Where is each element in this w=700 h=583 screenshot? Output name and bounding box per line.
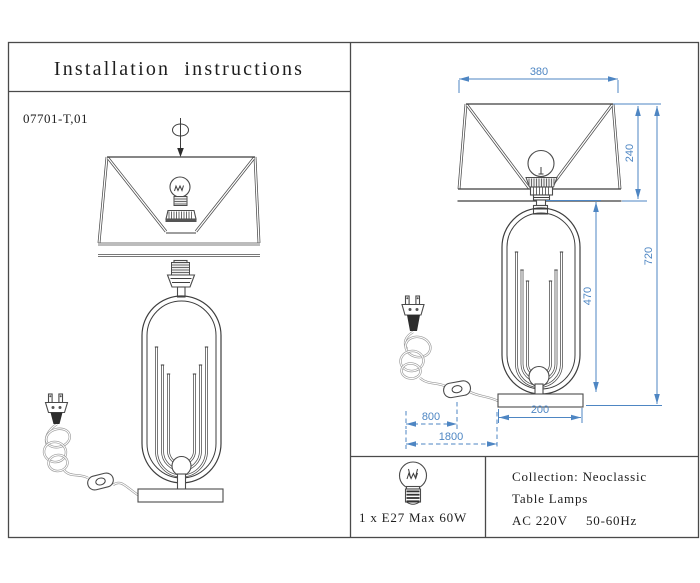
dimension-plug-to-switch: 800 bbox=[405, 402, 458, 429]
plug-icon bbox=[44, 393, 69, 424]
frequency-label: 50-60Hz bbox=[586, 513, 637, 528]
voltage-label: AC 220V bbox=[512, 513, 568, 528]
lamp-body bbox=[497, 207, 584, 408]
product-info-cell: Collection: Neoclassic Table Lamps AC 22… bbox=[512, 469, 647, 528]
dimension-body-height: 470 bbox=[546, 200, 601, 392]
lamp-body-exploded bbox=[42, 259, 224, 503]
svg-text:240: 240 bbox=[624, 144, 636, 162]
svg-text:800: 800 bbox=[422, 411, 440, 423]
svg-text:470: 470 bbox=[582, 287, 594, 305]
dimension-total-height: 720 bbox=[586, 106, 662, 406]
lamp-base bbox=[137, 488, 224, 503]
power-cord bbox=[399, 295, 499, 403]
page-title: Installation instructions bbox=[54, 58, 304, 80]
switch-icon bbox=[87, 472, 114, 491]
category-label: Table Lamps bbox=[512, 491, 588, 506]
screw-rotation-icon bbox=[172, 118, 189, 157]
plug-icon bbox=[401, 295, 425, 331]
svg-text:720: 720 bbox=[643, 247, 655, 265]
cord-coil bbox=[399, 335, 432, 380]
collection-label: Collection: Neoclassic bbox=[512, 469, 647, 484]
socket bbox=[166, 259, 196, 298]
svg-text:200: 200 bbox=[531, 404, 549, 416]
dimension-cord-length: 1800 bbox=[405, 412, 498, 449]
ball-accent bbox=[171, 455, 192, 477]
svg-text:1800: 1800 bbox=[439, 431, 463, 443]
cord-coil bbox=[42, 427, 72, 473]
bulb-spec-cell: 1 x E27 Max 60W bbox=[359, 461, 467, 525]
svg-text:380: 380 bbox=[530, 66, 548, 78]
bulb-and-socket bbox=[525, 149, 558, 215]
dimension-shade-height: 240 bbox=[622, 106, 647, 202]
switch-icon bbox=[443, 380, 472, 399]
bulb-spec: 1 x E27 Max 60W bbox=[359, 510, 467, 525]
power-cord bbox=[42, 393, 139, 496]
bulb-in-shade-icon bbox=[165, 176, 197, 222]
dimension-shade-width: 380 bbox=[458, 66, 619, 93]
frame bbox=[7, 41, 700, 539]
lamp-dimensioned: 380 240 720 470 200 800 bbox=[399, 66, 662, 449]
lampshade-exploded bbox=[97, 156, 261, 257]
lamp-base bbox=[497, 393, 584, 408]
outer-border bbox=[7, 41, 700, 539]
dimension-base-width: 200 bbox=[498, 404, 583, 423]
model-number: 07701-T,01 bbox=[23, 111, 88, 126]
bulb-icon bbox=[398, 461, 428, 505]
